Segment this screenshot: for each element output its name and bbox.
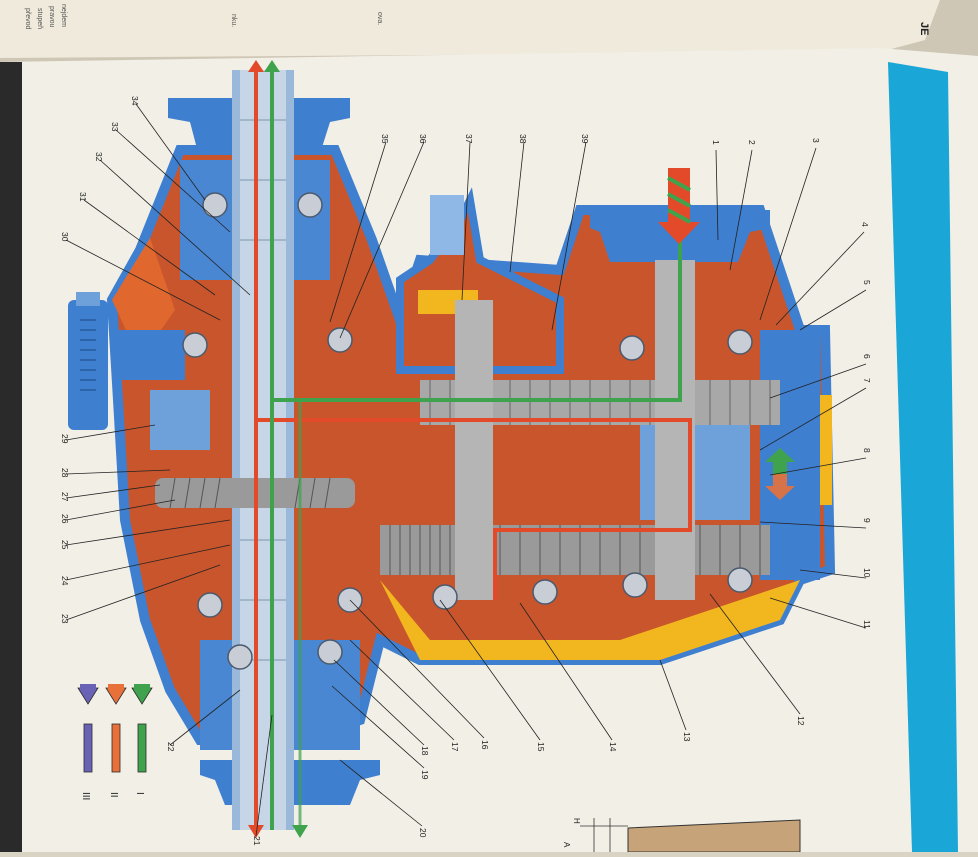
- callout-4: 4: [860, 222, 870, 227]
- callout-34: 34: [130, 96, 140, 106]
- callout-29: 29: [60, 434, 70, 444]
- callout-31: 31: [78, 192, 88, 202]
- margin-word-3: stupeň: [36, 8, 43, 29]
- callout-17: 17: [450, 742, 460, 752]
- legend-label-III: III: [80, 792, 91, 800]
- callout-15: 15: [536, 742, 546, 752]
- margin-word-1: nejdem: [60, 4, 67, 27]
- callout-16: 16: [480, 740, 490, 750]
- callout-36: 36: [418, 134, 428, 144]
- cyan-side-bar: [888, 62, 958, 852]
- callout-7: 7: [862, 378, 872, 383]
- callout-27: 27: [60, 492, 70, 502]
- margin-word-6: nku.: [230, 14, 237, 27]
- legend-label-I: I: [134, 792, 145, 795]
- callout-32: 32: [94, 152, 104, 162]
- callout-30: 30: [60, 232, 70, 242]
- shafts: [155, 70, 780, 830]
- callout-39: 39: [580, 134, 590, 144]
- callout-14: 14: [608, 742, 618, 752]
- callout-10: 10: [862, 568, 872, 578]
- callout-11: 11: [862, 620, 872, 629]
- callout-19: 19: [420, 770, 430, 780]
- callout-20: 20: [418, 828, 428, 838]
- leader-lines: [65, 103, 867, 837]
- margin-word-2: pravou: [48, 6, 55, 28]
- callout-13: 13: [682, 732, 692, 742]
- callout-24: 24: [60, 576, 70, 586]
- legend-label-II: II: [108, 792, 119, 798]
- callout-28: 28: [60, 468, 70, 478]
- bearings: [182, 192, 753, 670]
- power-flow-paths: [248, 60, 795, 838]
- book-spine-shadow: [0, 62, 22, 852]
- top-page: [0, 0, 940, 58]
- detail-label-h: H: [572, 818, 581, 824]
- margin-word-5: ova.: [376, 12, 383, 25]
- callout-8: 8: [862, 448, 872, 453]
- callout-2: 2: [747, 140, 757, 145]
- callout-12: 12: [796, 716, 806, 726]
- callout-22: 22: [166, 742, 176, 752]
- callout-9: 9: [862, 518, 872, 523]
- callout-1: 1: [711, 140, 721, 145]
- callout-37: 37: [464, 134, 474, 144]
- flow-legend: I II III: [77, 684, 153, 800]
- callout-18: 18: [420, 746, 430, 756]
- callout-numbers: 1 2 3 4 5 6 7 8 9 10 11 12 13 14 15 16 1…: [60, 96, 872, 846]
- callout-26: 26: [60, 514, 70, 524]
- callout-21: 21: [252, 836, 262, 846]
- callout-35: 35: [380, 134, 390, 144]
- callout-33: 33: [110, 122, 120, 132]
- legend-item-II: II: [105, 684, 127, 798]
- margin-word-4: převod: [24, 8, 31, 30]
- top-page-margin-text: nejdem pravou stupeň převod ova. nku.: [24, 4, 383, 30]
- callout-23: 23: [60, 614, 70, 624]
- corner-heading: JE: [918, 22, 930, 35]
- callout-38: 38: [518, 134, 528, 144]
- callout-6: 6: [862, 354, 872, 359]
- legend-item-III: III: [77, 684, 99, 800]
- callout-3: 3: [811, 138, 821, 143]
- callout-5: 5: [862, 280, 872, 285]
- detail-label-a: A: [562, 842, 571, 848]
- callout-25: 25: [60, 540, 70, 550]
- legend-item-I: I: [131, 684, 153, 795]
